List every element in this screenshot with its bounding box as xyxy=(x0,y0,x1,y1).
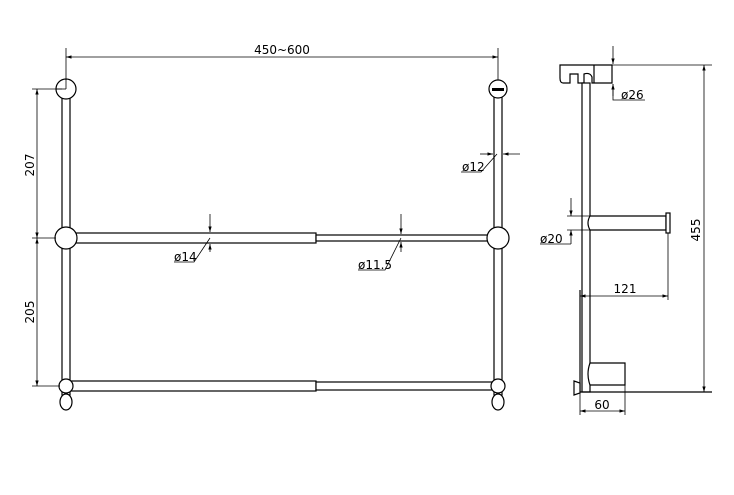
bottom-knob xyxy=(573,380,581,396)
wall-bracket xyxy=(559,64,613,84)
bottom-bar-thick xyxy=(69,380,317,392)
bottom-right-joint xyxy=(490,378,506,394)
lower-height-dimension: 205 xyxy=(23,301,37,324)
post-diameter-label: ø12 xyxy=(462,160,485,174)
thick-bar-diameter-label: ø14 xyxy=(174,250,197,264)
arm-diameter-label: ø20 xyxy=(540,232,563,246)
bottom-bar-thin xyxy=(315,381,493,391)
arm-end-cap xyxy=(665,212,671,234)
mid-right-joint xyxy=(486,226,510,250)
upper-height-dimension: 207 xyxy=(23,154,37,177)
bracket-diameter-label: ø26 xyxy=(621,88,644,102)
middle-bar-thick xyxy=(71,232,317,244)
right-foot xyxy=(491,393,505,411)
width-dimension: 450~600 xyxy=(254,43,310,57)
bottom-cup xyxy=(587,362,626,386)
base-depth-dimension: 60 xyxy=(594,398,609,412)
bottom-left-joint xyxy=(58,378,74,394)
side-view: 455 ø26 ø20 121 60 xyxy=(540,46,712,415)
mid-left-joint xyxy=(54,226,78,250)
left-foot xyxy=(59,393,73,411)
front-view: 450~600 207 205 ø12 ø14 ø11.5 xyxy=(23,43,520,411)
side-arm xyxy=(587,215,667,231)
side-post xyxy=(581,82,591,393)
arm-length-dimension: 121 xyxy=(614,282,637,296)
thin-bar-diameter-label: ø11.5 xyxy=(358,258,392,272)
total-height-dimension: 455 xyxy=(689,219,703,242)
middle-bar-thin xyxy=(315,234,491,242)
